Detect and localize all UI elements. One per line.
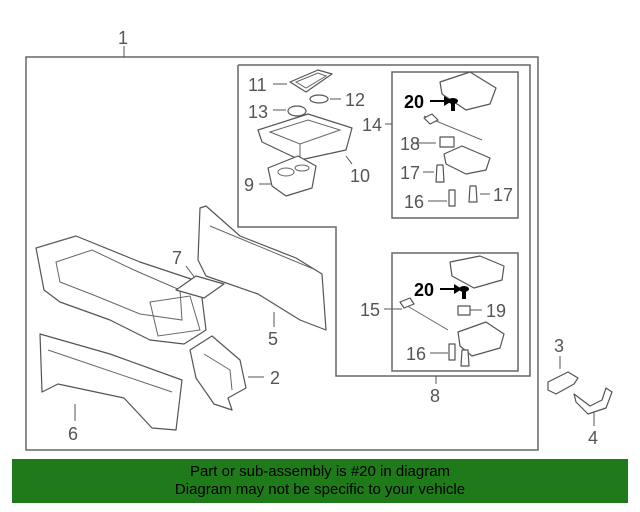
subassembly-15-frame xyxy=(391,252,519,372)
part-6-side-panel xyxy=(39,333,183,431)
callout-18: 18 xyxy=(400,134,420,154)
console-base xyxy=(35,235,207,345)
part-5-side-panel xyxy=(197,205,327,331)
part-16-screw-upper xyxy=(448,189,456,207)
callout-16-lower: 16 xyxy=(406,344,426,364)
callout-14: 14 xyxy=(362,115,382,135)
info-banner: Part or sub-assembly is #20 in diagram D… xyxy=(12,459,628,503)
callout-17-right: 17 xyxy=(493,185,513,205)
callout-7: 7 xyxy=(172,248,182,268)
clip-upper xyxy=(423,113,439,125)
callout-4: 4 xyxy=(588,428,598,448)
subassembly-14-frame xyxy=(391,71,519,219)
latch-plate-lower xyxy=(457,321,505,357)
part-7-pad xyxy=(175,275,225,299)
banner-line-1: Part or sub-assembly is #20 in diagram xyxy=(189,463,451,480)
callout-10: 10 xyxy=(350,166,370,186)
callout-19: 19 xyxy=(486,301,506,321)
callout-15: 15 xyxy=(360,300,380,320)
armrest-lid-lower xyxy=(449,255,505,289)
part-9-cup-holder xyxy=(267,155,317,197)
callout-13: 13 xyxy=(248,102,268,122)
callout-20-lower: 20 xyxy=(414,280,434,300)
part-4-clip xyxy=(573,387,613,415)
screw-20-lower xyxy=(459,286,469,299)
latch-plate-upper xyxy=(443,145,491,175)
callout-16-upper: 16 xyxy=(404,192,424,212)
callout-5: 5 xyxy=(268,329,278,349)
part-11-lid xyxy=(289,69,333,93)
callout-1: 1 xyxy=(118,28,128,48)
part-16-screw-lower xyxy=(448,343,456,361)
part-17-bumper-right xyxy=(468,185,478,203)
part-19-latch xyxy=(457,305,471,316)
part-13-ring xyxy=(287,105,307,117)
armrest-lid-upper xyxy=(439,71,497,111)
banner-line-2: Diagram may not be specific to your vehi… xyxy=(174,481,466,498)
part-17-bumper-left xyxy=(435,164,445,183)
bumper-lower xyxy=(460,349,470,367)
part-2-bracket xyxy=(189,335,247,411)
callout-6: 6 xyxy=(68,424,78,444)
subassembly-8-frame xyxy=(237,64,531,377)
callout-9: 9 xyxy=(244,175,254,195)
leader-7 xyxy=(185,265,196,279)
part-12-ring xyxy=(309,94,329,104)
part-3-bracket xyxy=(547,371,579,395)
leader-10 xyxy=(345,155,353,165)
part-18-latch xyxy=(439,136,455,148)
clip-lower xyxy=(399,297,415,309)
callout-8: 8 xyxy=(430,386,440,406)
callout-20-upper: 20 xyxy=(404,92,424,112)
part-15-rod xyxy=(403,303,449,331)
screw-20-upper xyxy=(448,98,458,111)
callout-11: 11 xyxy=(248,75,267,95)
callout-17-left: 17 xyxy=(400,163,420,183)
part-10-tray xyxy=(257,113,353,161)
arrow-20-lower xyxy=(440,284,462,294)
assembly-1-frame xyxy=(25,56,539,451)
callout-3: 3 xyxy=(554,336,564,356)
callout-2: 2 xyxy=(270,368,280,388)
callout-12: 12 xyxy=(345,90,365,110)
